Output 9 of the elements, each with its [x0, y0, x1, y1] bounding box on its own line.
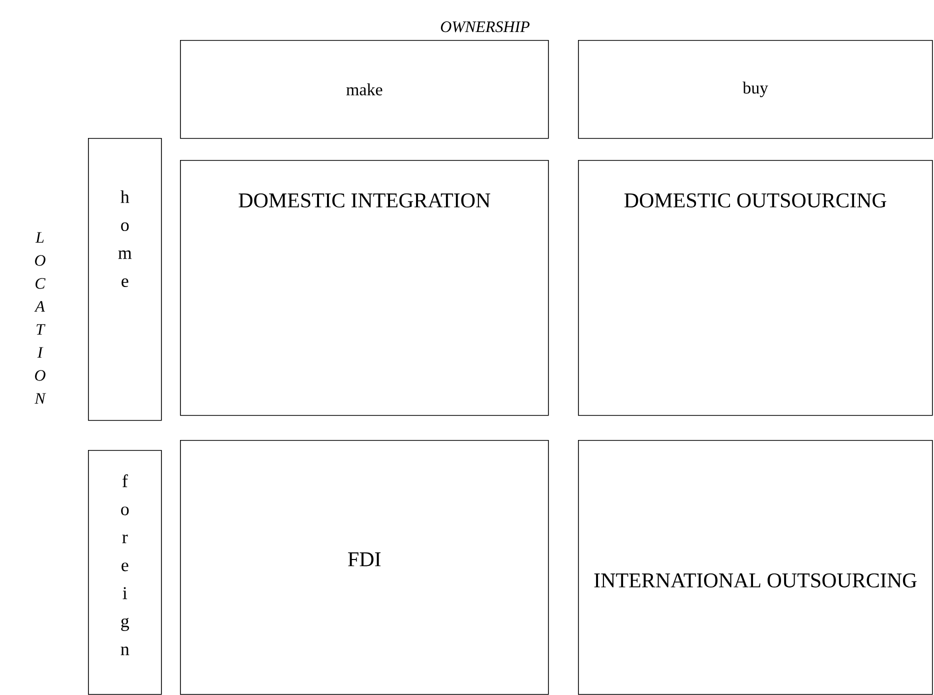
quadrant-box: DOMESTIC OUTSOURCING	[578, 160, 933, 416]
quadrant-box: FDI	[180, 440, 549, 695]
quadrant-box: INTERNATIONAL OUTSOURCING	[578, 440, 933, 695]
axis-title: LOCATION	[34, 232, 46, 404]
header-box: make	[180, 40, 549, 139]
quadrant-box: DOMESTIC INTEGRATION	[180, 160, 549, 416]
side-box: foreign	[88, 450, 162, 695]
header-box: buy	[578, 40, 933, 139]
side-box: home	[88, 138, 162, 421]
